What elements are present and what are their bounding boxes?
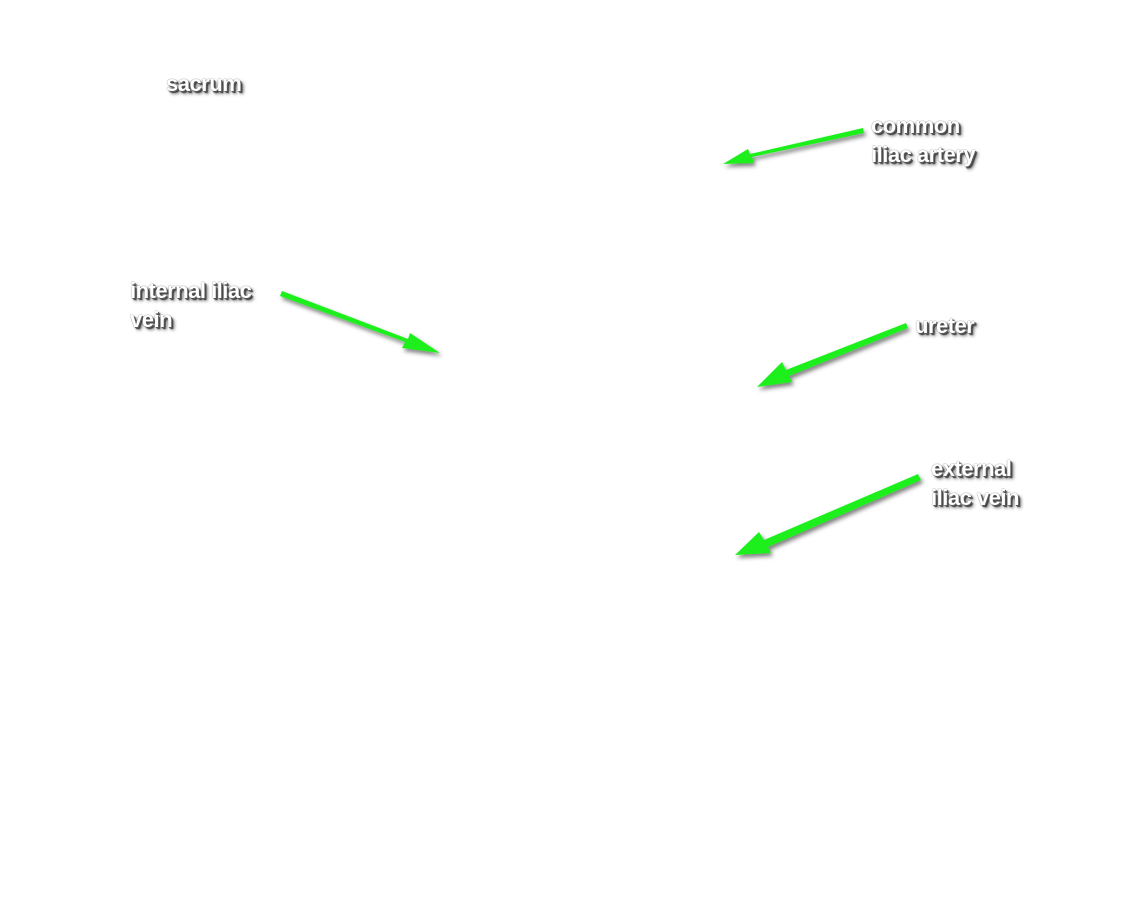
label-internal-iliac-vein-line-1: internal iliac: [130, 278, 252, 303]
label-external-iliac-vein-line-1: external: [931, 456, 1012, 481]
label-common-iliac-artery-line-2: iliac artery: [871, 142, 976, 167]
label-ureter: ureter: [915, 311, 975, 340]
label-external-iliac-vein-line-2: iliac vein: [931, 485, 1019, 510]
arrow-external-iliac-vein: [735, 474, 921, 555]
arrow-ureter: [757, 323, 908, 387]
label-common-iliac-artery-line-1: common: [871, 113, 960, 138]
label-ureter-line-1: ureter: [915, 313, 975, 338]
label-sacrum-line-1: sacrum: [166, 71, 242, 96]
label-internal-iliac-vein: internal iliac vein: [130, 276, 252, 334]
label-common-iliac-artery: common iliac artery: [871, 111, 976, 169]
label-internal-iliac-vein-line-2: vein: [130, 307, 173, 332]
label-external-iliac-vein: external iliac vein: [931, 454, 1019, 512]
label-sacrum: sacrum: [166, 69, 242, 98]
arrow-common-iliac-artery: [723, 128, 864, 164]
arrow-internal-iliac-vein: [280, 291, 440, 353]
